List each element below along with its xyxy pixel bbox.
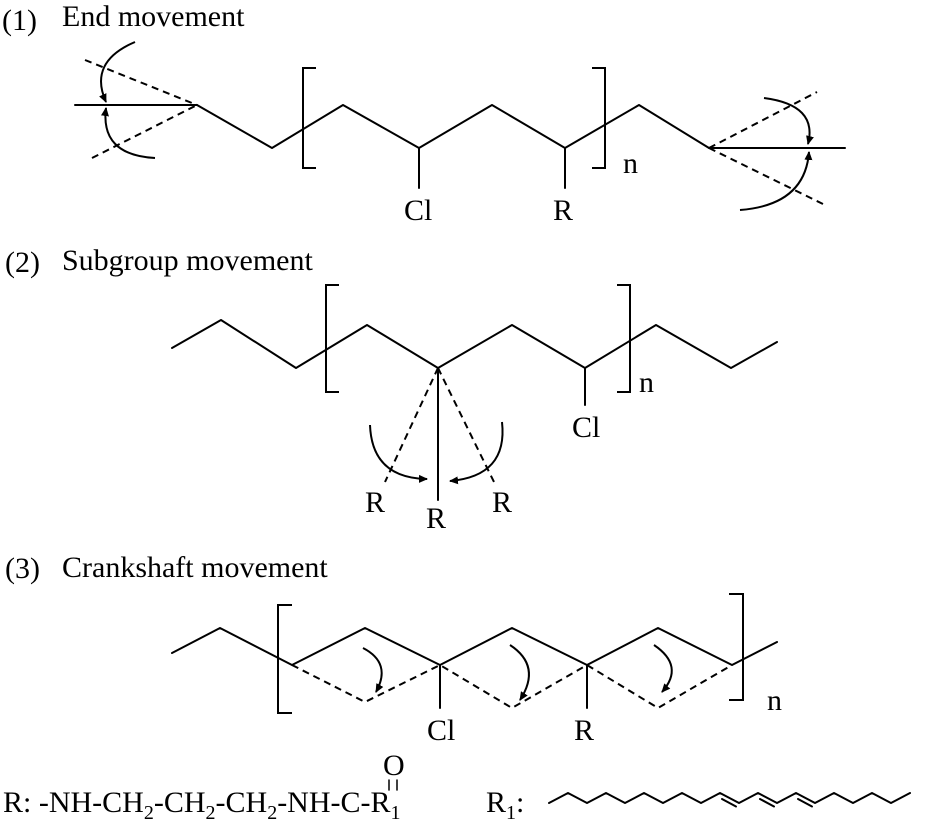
right-rotation-arrow-top — [763, 97, 814, 145]
carbonyl-oxygen: O — [383, 749, 405, 782]
r1-alkyl-chain — [548, 792, 911, 804]
right-bracket-3 — [729, 593, 744, 701]
r-label-right: R — [492, 486, 512, 519]
panel-2-number: (2) — [5, 246, 40, 279]
subgroup-rotation-arrow-left — [369, 424, 428, 483]
r-label-center: R — [426, 502, 446, 535]
left-end-dashed-upper — [84, 59, 198, 106]
crank-arrow-3 — [653, 644, 673, 693]
crank-arrow-1 — [362, 647, 384, 693]
panel-subgroup-movement: (2) Subgroup movement Cl R R R n — [5, 244, 778, 535]
left-bracket-1 — [302, 67, 316, 169]
left-end-dashed-lower — [91, 104, 198, 159]
r-label-3: R — [574, 714, 594, 747]
left-bracket-3 — [277, 604, 292, 714]
crank-arrow-2 — [509, 644, 530, 701]
r-bond-left-dashed — [384, 367, 439, 483]
double-bond-1 — [721, 798, 737, 808]
cl-label-2: Cl — [572, 411, 600, 444]
left-bracket-2 — [325, 284, 339, 393]
double-bond-2 — [759, 798, 775, 808]
backbone-chain-1 — [196, 104, 710, 149]
substituent-legend: R: -NH-CH2-CH2-CH2-NH-C-R1 O R1: — [3, 749, 911, 824]
right-bracket-1 — [592, 67, 606, 169]
repeat-n-1: n — [623, 147, 638, 180]
cl-label-3: Cl — [427, 714, 455, 747]
r-bond-right-dashed — [437, 367, 495, 483]
panel-3-number: (3) — [5, 552, 40, 585]
repeat-n-3: n — [767, 684, 782, 717]
repeat-n-2: n — [639, 366, 654, 399]
subgroup-rotation-arrow-right — [449, 421, 504, 485]
panel-3-title: Crankshaft movement — [62, 551, 328, 584]
backbone-chain-3 — [171, 627, 778, 666]
panel-1-number: (1) — [2, 4, 37, 37]
right-end-dashed-lower — [708, 147, 828, 207]
backbone-chain-2 — [171, 319, 778, 369]
cl-label-1: Cl — [404, 194, 432, 227]
panel-end-movement: (1) End movement Cl R n — [2, 0, 846, 227]
right-bracket-2 — [617, 284, 631, 393]
left-rotation-arrow-bottom — [101, 107, 156, 159]
panel-crankshaft-movement: (3) Crankshaft movement Cl R n — [5, 551, 782, 747]
r-definition: R: -NH-CH2-CH2-CH2-NH-C-R1 — [3, 786, 401, 824]
double-bond-3 — [797, 798, 813, 808]
right-end-dashed-upper — [708, 91, 818, 149]
panel-1-title: End movement — [62, 0, 245, 33]
r-label-left: R — [365, 486, 385, 519]
r-label-1: R — [553, 194, 573, 227]
right-rotation-arrow-bottom — [739, 151, 813, 211]
left-rotation-arrow-top — [99, 41, 136, 103]
panel-2-title: Subgroup movement — [62, 244, 313, 277]
r1-definition-label: R1: — [486, 786, 524, 824]
